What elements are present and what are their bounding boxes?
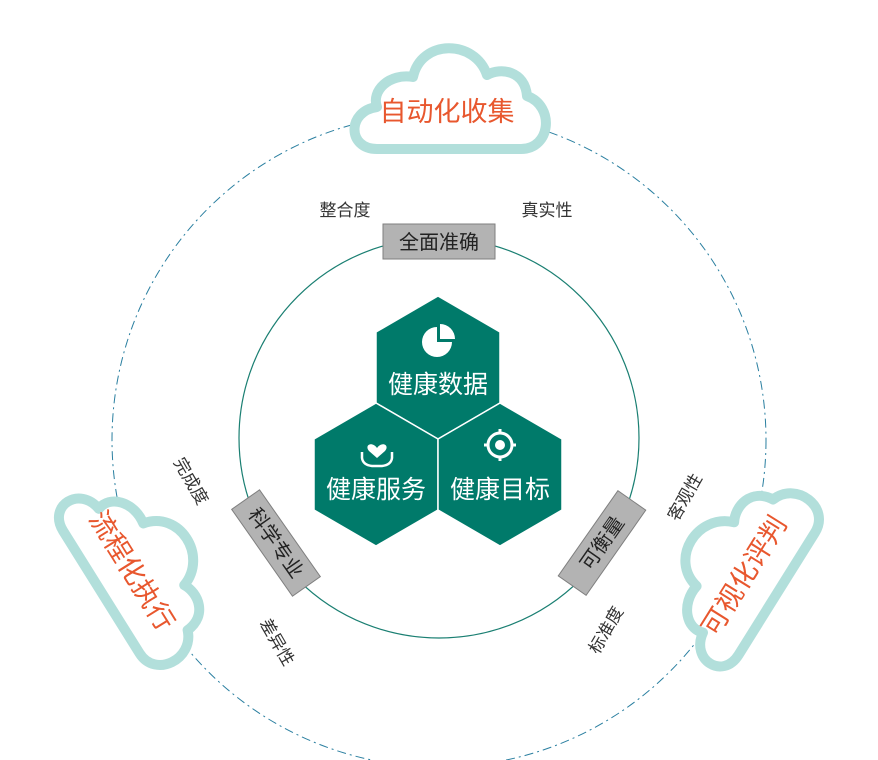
cloud-shape-left <box>53 493 205 670</box>
box-label-top: 全面准确 <box>399 230 479 254</box>
label-right-top: 客观性 <box>664 470 707 524</box>
cloud-shape-top <box>349 43 551 154</box>
cloud-right: 可视化评判 <box>680 488 824 672</box>
label-left-bottom: 差异性 <box>255 615 298 669</box>
hexagon-label-health-data: 健康数据 <box>388 370 488 399</box>
cloud-shape-right <box>680 488 824 672</box>
label-right-bottom: 标准度 <box>585 603 628 657</box>
box-right: 可衡量 <box>557 489 647 597</box>
pie-chart-icon <box>422 324 455 357</box>
box-left: 科学专业 <box>230 489 322 597</box>
hexagon-label-health-goal: 健康目标 <box>450 475 550 504</box>
cloud-left: 流程化执行 <box>53 493 205 670</box>
hexagon-label-health-service: 健康服务 <box>326 475 426 504</box>
cloud-label-top: 自动化收集 <box>380 97 515 128</box>
label-top-left: 整合度 <box>320 201 371 221</box>
hexagon-cluster <box>313 295 563 547</box>
hexagon-health-goal <box>437 402 563 547</box>
box-top: 全面准确 <box>382 223 496 260</box>
cloud-top: 自动化收集 <box>349 43 551 154</box>
label-top-right: 真实性 <box>522 201 573 221</box>
heart-hand-icon <box>360 444 394 468</box>
target-icon <box>484 429 516 461</box>
label-left-top: 完成度 <box>169 454 212 508</box>
